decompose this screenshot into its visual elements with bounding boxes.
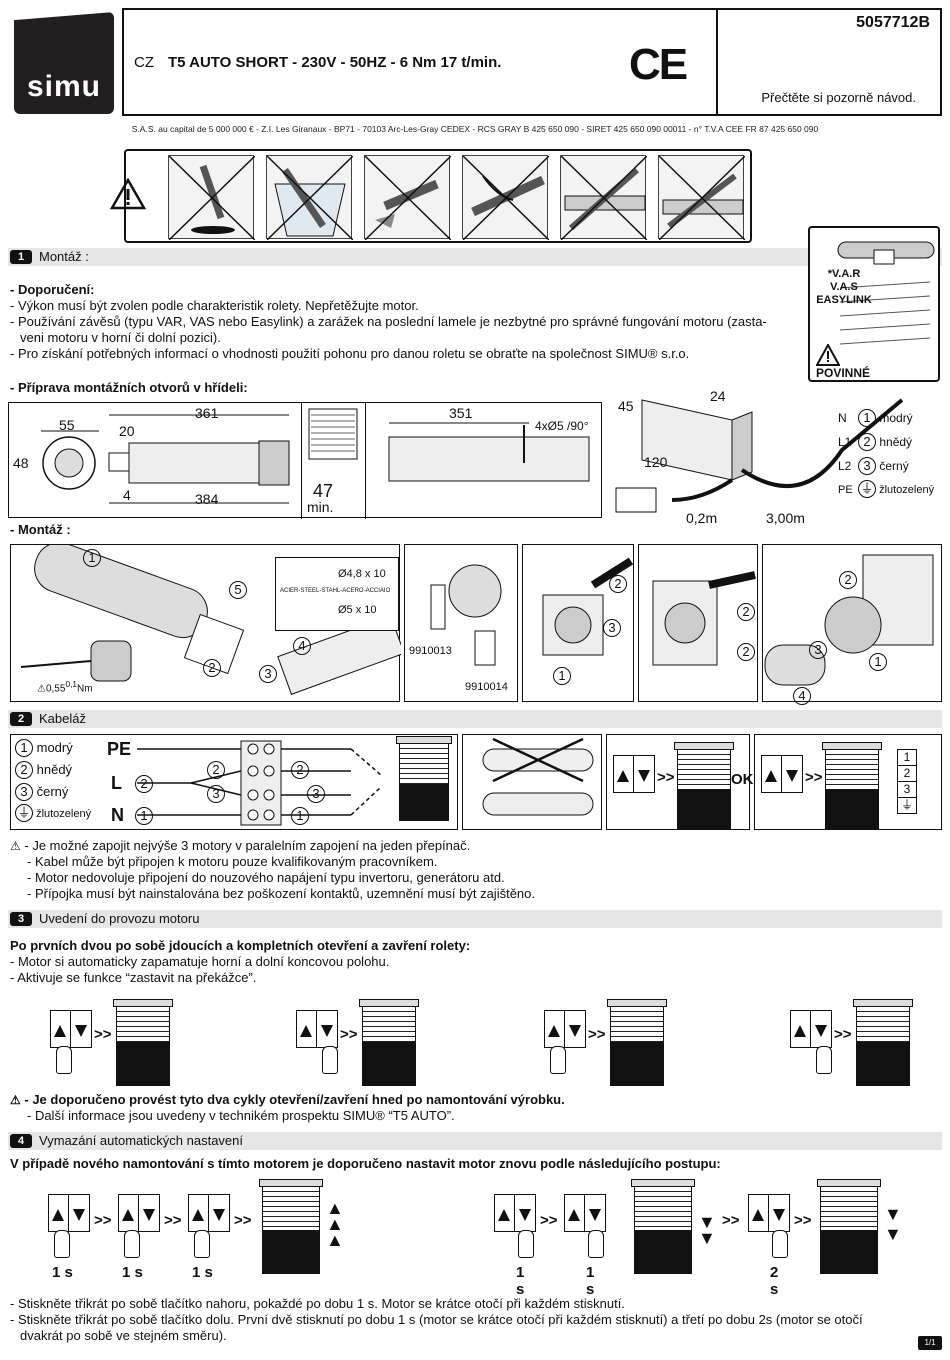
recommendations: - Doporučení: - Výkon musí být zvolen po… <box>10 282 767 361</box>
product-title: T5 AUTO SHORT - 230V - 50HZ - 6 Nm 17 t/… <box>168 54 502 71</box>
wiring-notes: ⚠ - Je možné zapojit nejvýše 3 motory v … <box>10 838 535 901</box>
arrows-down-icon: ▼▼ <box>698 1212 716 1248</box>
commission-step-2: >> <box>292 996 419 1088</box>
document-code: 5057712B <box>856 14 930 31</box>
reset-up-press-2: 1 s <box>116 1190 160 1286</box>
warning-triangle-icon <box>816 344 840 366</box>
mount-panel-bracket-4: 2 3 1 4 <box>762 544 942 705</box>
prohibited-nail-icon <box>658 155 745 240</box>
mount-panel-bracket-2: 2 3 1 <box>522 544 634 702</box>
simu-logo: simu <box>14 12 114 114</box>
arrows-down-icon: ▼▼ <box>884 1204 902 1244</box>
page-number: 1/1 <box>918 1336 942 1350</box>
prohibited-actions-bar <box>124 149 752 243</box>
commission-step-3: >> <box>540 996 667 1088</box>
arrows-up-icon: ▲▲▲ <box>326 1198 344 1250</box>
mount-panel-motor: Ø4,8 x 10 ACIER-STEEL-STAHL-ACERO-ACCIAI… <box>10 544 401 702</box>
prohibited-water-icon <box>266 155 353 240</box>
reset-up-shutter <box>259 1179 323 1274</box>
var-vas-easylink-box: *V.A.R V.A.S EASYLINK POVINNÉ <box>808 226 940 382</box>
reset-heading: V případě nového namontování s tímto mot… <box>10 1156 721 1171</box>
wiring-prohibited <box>462 734 602 830</box>
motor-head-diagram: 45 24 120 0,2m 3,00m <box>612 380 942 530</box>
reset-down-press-1: 1 s <box>492 1190 536 1298</box>
prohibited-drop-icon <box>168 155 255 240</box>
reset-down-shutter-1 <box>631 1179 695 1274</box>
legal-line: S.A.S. au capital de 5 000 000 € - Z.I. … <box>131 124 819 134</box>
header-box: CZ T5 AUTO SHORT - 230V - 50HZ - 6 Nm 17… <box>122 8 942 116</box>
reset-up-press-3: 1 s <box>186 1190 230 1286</box>
reset-down-press-2: 1 s <box>562 1190 606 1298</box>
warning-triangle-icon <box>109 177 147 213</box>
reset-up-press-1: 1 s <box>46 1190 90 1286</box>
tube-hole-diagram: 55 48 20 361 4 384 47 min. 351 4xØ5 /90° <box>8 402 602 519</box>
commissioning-text: Po prvních dvou po sobě jdoucích a kompl… <box>10 938 471 985</box>
reset-instructions: - Stiskněte třikrát po sobě tlačítko nah… <box>10 1296 863 1343</box>
ce-mark: CE <box>629 40 688 89</box>
commission-step-4: >> <box>786 996 913 1088</box>
direction-check-ok: >> OK <box>606 734 754 830</box>
mount-panel-bracket-1: 9910013 9910014 <box>404 544 518 702</box>
mount-panel-bracket-3: 2 2 <box>638 544 758 702</box>
reset-down-press-3: 2 s <box>746 1190 790 1298</box>
wiring-diagram: 1 modrý 2 hnědý 3 černý ⏚ žlutozelený PE… <box>10 734 458 830</box>
commission-step-1: >> <box>46 996 173 1088</box>
language-code: CZ <box>134 54 154 71</box>
prohibited-drill-icon <box>364 155 451 240</box>
reset-down-shutter-2 <box>817 1179 881 1274</box>
read-notice: Přečtěte si pozorně návod. <box>761 90 916 105</box>
prohibited-cut-icon <box>462 155 549 240</box>
mount-heading: - Montáž : <box>10 522 71 537</box>
mandatory-label: POVINNÉ <box>816 366 871 380</box>
commissioning-warning: ⚠ - Je doporučeno provést tyto dva cykly… <box>10 1092 565 1123</box>
prohibited-screw-icon <box>560 155 647 240</box>
holes-heading: - Příprava montážních otvorů v hřídeli: <box>10 380 248 395</box>
